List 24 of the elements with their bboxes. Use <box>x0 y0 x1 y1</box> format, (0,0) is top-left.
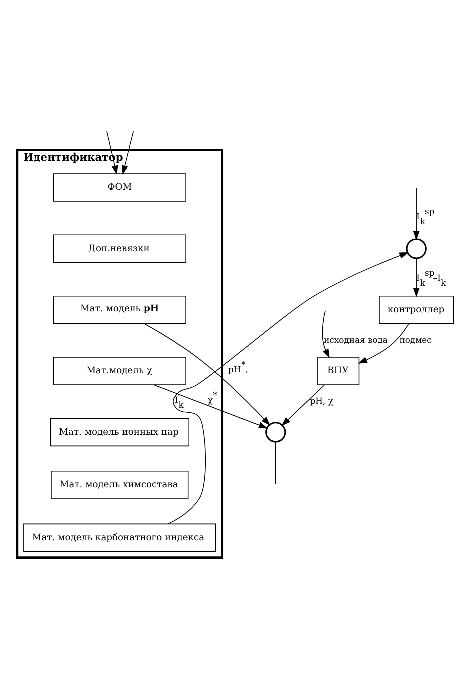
node-box: Доп.невязки <box>53 234 186 263</box>
arrow <box>413 188 420 240</box>
node-circle <box>266 422 286 442</box>
node-box: Мат. модель карбонатного индекса <box>24 523 216 552</box>
node-box: контроллер <box>379 295 454 324</box>
node-box: Мат. модель ионных пар <box>50 418 190 446</box>
node-box: ВПУ <box>318 356 360 385</box>
node-circle <box>406 238 427 259</box>
arrow <box>106 130 118 174</box>
arrow <box>282 384 326 426</box>
arrow <box>144 323 271 426</box>
node-box: Мат. модель pH <box>53 295 186 324</box>
arrow <box>168 252 409 524</box>
node-box: Мат.модель χ <box>53 356 186 385</box>
edge-label: подмес <box>400 334 432 344</box>
arrow <box>358 322 410 364</box>
arrow <box>154 384 268 428</box>
edge-label: pH, χ <box>310 395 334 406</box>
arrow <box>122 130 134 174</box>
arrow <box>413 258 420 297</box>
node-box: ФОМ <box>53 173 186 202</box>
edge-label: исходная вода <box>324 334 388 344</box>
arrow <box>322 310 330 358</box>
node-box: Мат. модель химсостава <box>51 470 189 499</box>
